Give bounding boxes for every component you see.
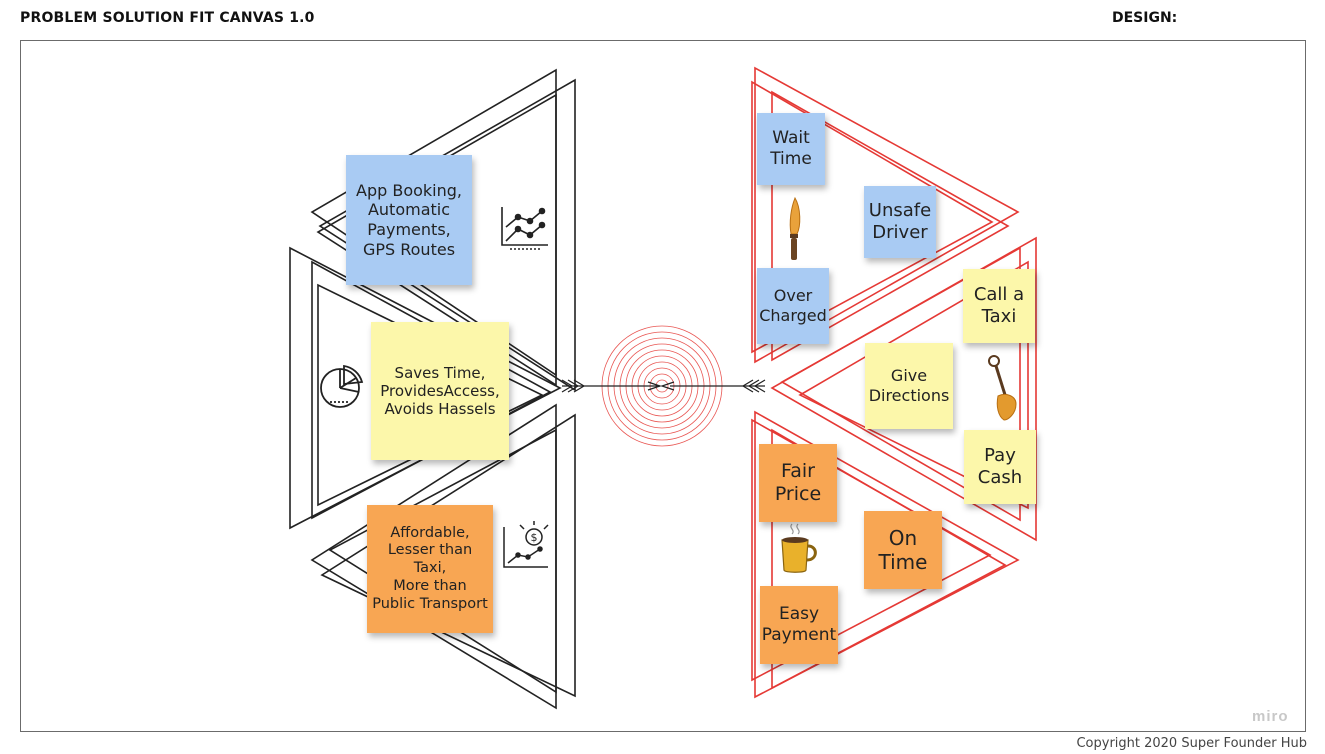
canvas-title: PROBLEM SOLUTION FIT CANVAS 1.0 — [20, 10, 315, 26]
note-call-taxi[interactable]: Call a Taxi — [963, 269, 1035, 343]
note-over-charged[interactable]: Over Charged — [757, 268, 829, 344]
note-pay-cash[interactable]: Pay Cash — [964, 430, 1036, 504]
arrow-icon — [561, 379, 766, 393]
note-unsafe-driver[interactable]: Unsafe Driver — [864, 186, 936, 258]
line-chart-icon — [501, 207, 548, 250]
pie-chart-icon — [320, 364, 364, 408]
note-affordable[interactable]: Affordable, Lesser than Taxi, More than … — [367, 505, 493, 633]
knife-icon — [789, 196, 801, 260]
shovel-icon — [988, 355, 1017, 421]
note-give-directions[interactable]: Give Directions — [865, 343, 953, 429]
right-bottom-triangle — [754, 410, 1020, 699]
miro-watermark: miro — [1252, 708, 1289, 725]
note-on-time[interactable]: On Time — [864, 511, 942, 589]
note-fair-price[interactable]: Fair Price — [759, 444, 837, 522]
design-label: DESIGN: — [1112, 10, 1178, 26]
right-triangles — [751, 66, 1037, 699]
svg-text:$: $ — [531, 531, 538, 544]
coffee-mug-icon — [781, 523, 817, 573]
note-wait-time[interactable]: Wait Time — [757, 113, 825, 185]
note-saves-time[interactable]: Saves Time, ProvidesAccess, Avoids Hasse… — [371, 322, 509, 460]
note-app-booking[interactable]: App Booking, Automatic Payments, GPS Rou… — [346, 155, 472, 285]
dollar-growth-chart-icon: $ — [503, 521, 549, 568]
copyright-text: Copyright 2020 Super Founder Hub — [1076, 736, 1307, 751]
note-easy-payment[interactable]: Easy Payment — [760, 586, 838, 664]
right-top-triangle — [754, 66, 1020, 364]
canvas-board — [20, 40, 1306, 732]
